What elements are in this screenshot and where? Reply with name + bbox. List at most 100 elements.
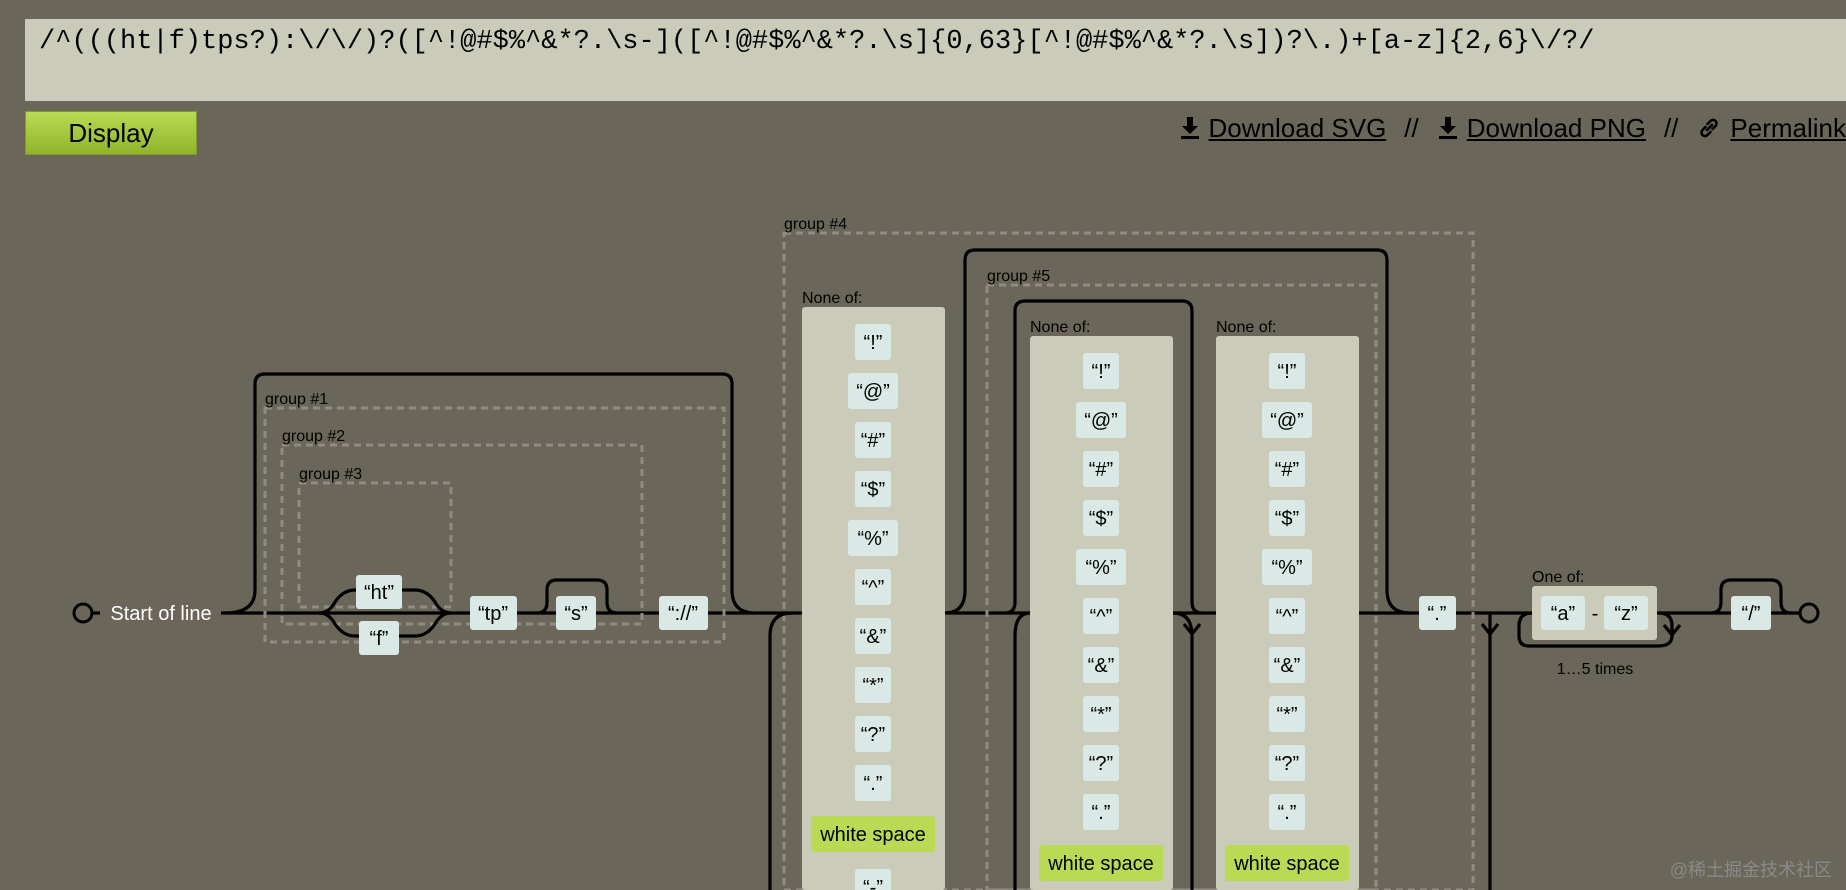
class-char: “-”	[855, 869, 891, 890]
svg-text:“#”: “#”	[1089, 459, 1113, 481]
literal-scheme-separator: “://”	[659, 596, 708, 630]
svg-text:“?”: “?”	[861, 724, 885, 746]
class-char: “^”	[1269, 598, 1305, 634]
class-char: “%”	[1076, 549, 1126, 585]
arrow-down-icon	[1662, 624, 1682, 638]
class-char: “?”	[855, 716, 891, 752]
class-char: “*”	[855, 667, 891, 703]
download-svg-label: Download SVG	[1208, 112, 1387, 143]
download-png-link[interactable]: Download PNG	[1437, 113, 1646, 144]
class-char: “!”	[855, 324, 891, 360]
svg-text:“*”: “*”	[1276, 704, 1297, 726]
group5-label: group #5	[987, 268, 1050, 285]
class-char: “!”	[1269, 353, 1305, 389]
class-char: “%”	[848, 520, 898, 556]
svg-text:“$”: “$”	[1275, 508, 1299, 530]
one-of-range: One of: “a” - “z”	[1532, 569, 1657, 640]
download-links: Download SVG // Download PNG // Permalin…	[1179, 108, 1846, 148]
svg-text:“f”: “f”	[370, 628, 389, 650]
svg-text:“*”: “*”	[862, 675, 883, 697]
s-skip-rail	[536, 578, 618, 615]
class2-skip-rail	[1004, 299, 1203, 615]
svg-text:“!”: “!”	[1278, 361, 1297, 383]
class-char: “$”	[1269, 500, 1305, 536]
group4-label: group #4	[784, 216, 847, 233]
svg-text:“?”: “?”	[1089, 753, 1113, 775]
svg-text:“^”: “^”	[862, 577, 885, 599]
arrow-down-icon	[1182, 623, 1202, 637]
class-char: “$”	[855, 471, 891, 507]
svg-text:“&”: “&”	[1274, 655, 1301, 677]
group3-label: group #3	[299, 466, 362, 483]
svg-text:“ht”: “ht”	[364, 582, 394, 604]
group4-repeat-rail	[768, 611, 793, 890]
literal-ht: “ht”	[356, 575, 402, 609]
railroad-diagram: .rail{fill:none;stroke:#000;stroke-width…	[72, 216, 1820, 890]
svg-text:“://”: “://”	[668, 603, 698, 625]
class-char: “^”	[1083, 598, 1119, 634]
class-char: “&”	[1083, 647, 1119, 683]
svg-text:None of:: None of:	[802, 290, 862, 307]
svg-text:“%”: “%”	[1271, 557, 1302, 579]
group2-box	[280, 443, 644, 626]
svg-text:“*”: “*”	[1090, 704, 1111, 726]
class-char: “?”	[1269, 745, 1305, 781]
svg-text:white space: white space	[1233, 853, 1340, 875]
svg-text:None of:: None of:	[1216, 319, 1276, 336]
literal-dot: “.”	[1419, 596, 1456, 630]
svg-text:“tp”: “tp”	[478, 603, 508, 625]
group1-box	[263, 406, 726, 644]
svg-text:“!”: “!”	[864, 332, 883, 354]
repeat-count-label: 1…5 times	[1557, 661, 1633, 678]
download-icon	[1180, 117, 1199, 139]
svg-text:“^”: “^”	[1276, 606, 1299, 628]
link-separator: //	[1663, 112, 1679, 143]
permalink-label: Permalink	[1730, 112, 1846, 143]
group5-box	[985, 283, 1378, 890]
svg-text:“$”: “$”	[861, 479, 885, 501]
svg-text:“.”: “.”	[864, 773, 883, 795]
svg-text:“#”: “#”	[1275, 459, 1299, 481]
svg-text:-: -	[1592, 603, 1599, 625]
svg-text:“@”: “@”	[1084, 410, 1118, 432]
literal-slash: “/”	[1731, 596, 1771, 630]
download-icon	[1438, 117, 1457, 139]
display-button[interactable]: Display	[25, 111, 197, 155]
class-char: “.”	[855, 765, 891, 801]
start-terminal	[72, 602, 94, 624]
class-char: “$”	[1083, 500, 1119, 536]
svg-text:“$”: “$”	[1089, 508, 1113, 530]
svg-text:“%”: “%”	[1085, 557, 1116, 579]
range-repeat-rail	[1517, 611, 1674, 648]
permalink-link[interactable]: Permalink	[1696, 113, 1846, 144]
group5-skip-rail	[944, 248, 1411, 615]
svg-text:One of:: One of:	[1532, 569, 1584, 586]
svg-text:“-”: “-”	[863, 877, 883, 890]
svg-text:“&”: “&”	[1088, 655, 1115, 677]
svg-text:“s”: “s”	[564, 603, 587, 625]
white-space-item: white space	[1039, 845, 1163, 881]
svg-text:“%”: “%”	[857, 528, 888, 550]
class-char: “@”	[1262, 402, 1312, 438]
arrow-down-icon	[1480, 623, 1500, 637]
svg-text:“@”: “@”	[1270, 410, 1304, 432]
regex-input[interactable]: /^(((ht|f)tps?):\/\/)?([^!@#$%^&*?.\s-](…	[25, 19, 1846, 101]
class-char: “&”	[855, 618, 891, 654]
slash-skip-rail	[1710, 578, 1792, 615]
svg-text:None of:: None of:	[1030, 319, 1090, 336]
svg-text:“/”: “/”	[1742, 603, 1761, 625]
svg-text:“.”: “.”	[1278, 802, 1297, 824]
class-char: “*”	[1083, 696, 1119, 732]
svg-text:white space: white space	[1047, 853, 1154, 875]
link-icon	[1700, 118, 1719, 138]
start-of-line-anchor: Start of line	[100, 595, 221, 632]
class-char: “!”	[1083, 353, 1119, 389]
svg-text:Start of line: Start of line	[110, 603, 211, 625]
svg-text:“.”: “.”	[1428, 603, 1447, 625]
svg-text:“z”: “z”	[1614, 603, 1637, 625]
class2-repeat-rail	[1172, 611, 1194, 890]
svg-text:“^”: “^”	[1090, 606, 1113, 628]
svg-text:“@”: “@”	[856, 381, 890, 403]
download-svg-link[interactable]: Download SVG	[1179, 112, 1387, 144]
class2-repeat-rail	[1013, 611, 1031, 890]
